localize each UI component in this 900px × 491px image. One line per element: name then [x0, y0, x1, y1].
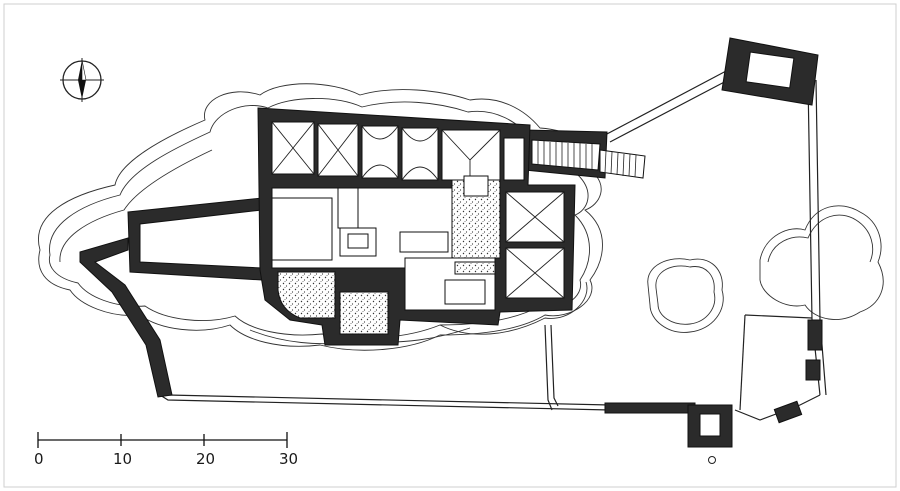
scale-tick-label: 20: [196, 450, 215, 468]
entrance-bridge: [524, 129, 646, 179]
frame-border: [3, 3, 897, 488]
gate-tower: [687, 404, 733, 464]
north-arrow-icon: [60, 58, 104, 102]
scale-tick-label: 30: [279, 450, 298, 468]
northeast-tower: [721, 37, 819, 106]
main-palace: [257, 107, 576, 346]
scale-tick-label: 10: [113, 450, 132, 468]
scale-tick-label: 0: [34, 450, 44, 468]
scale-bar: 0 10 20 30: [34, 432, 298, 468]
rock-outcrop-east: [759, 205, 884, 320]
rock-outcrop-main: [38, 83, 603, 351]
west-wing: [79, 197, 263, 398]
rock-outcrop-courtyard: [647, 258, 724, 333]
